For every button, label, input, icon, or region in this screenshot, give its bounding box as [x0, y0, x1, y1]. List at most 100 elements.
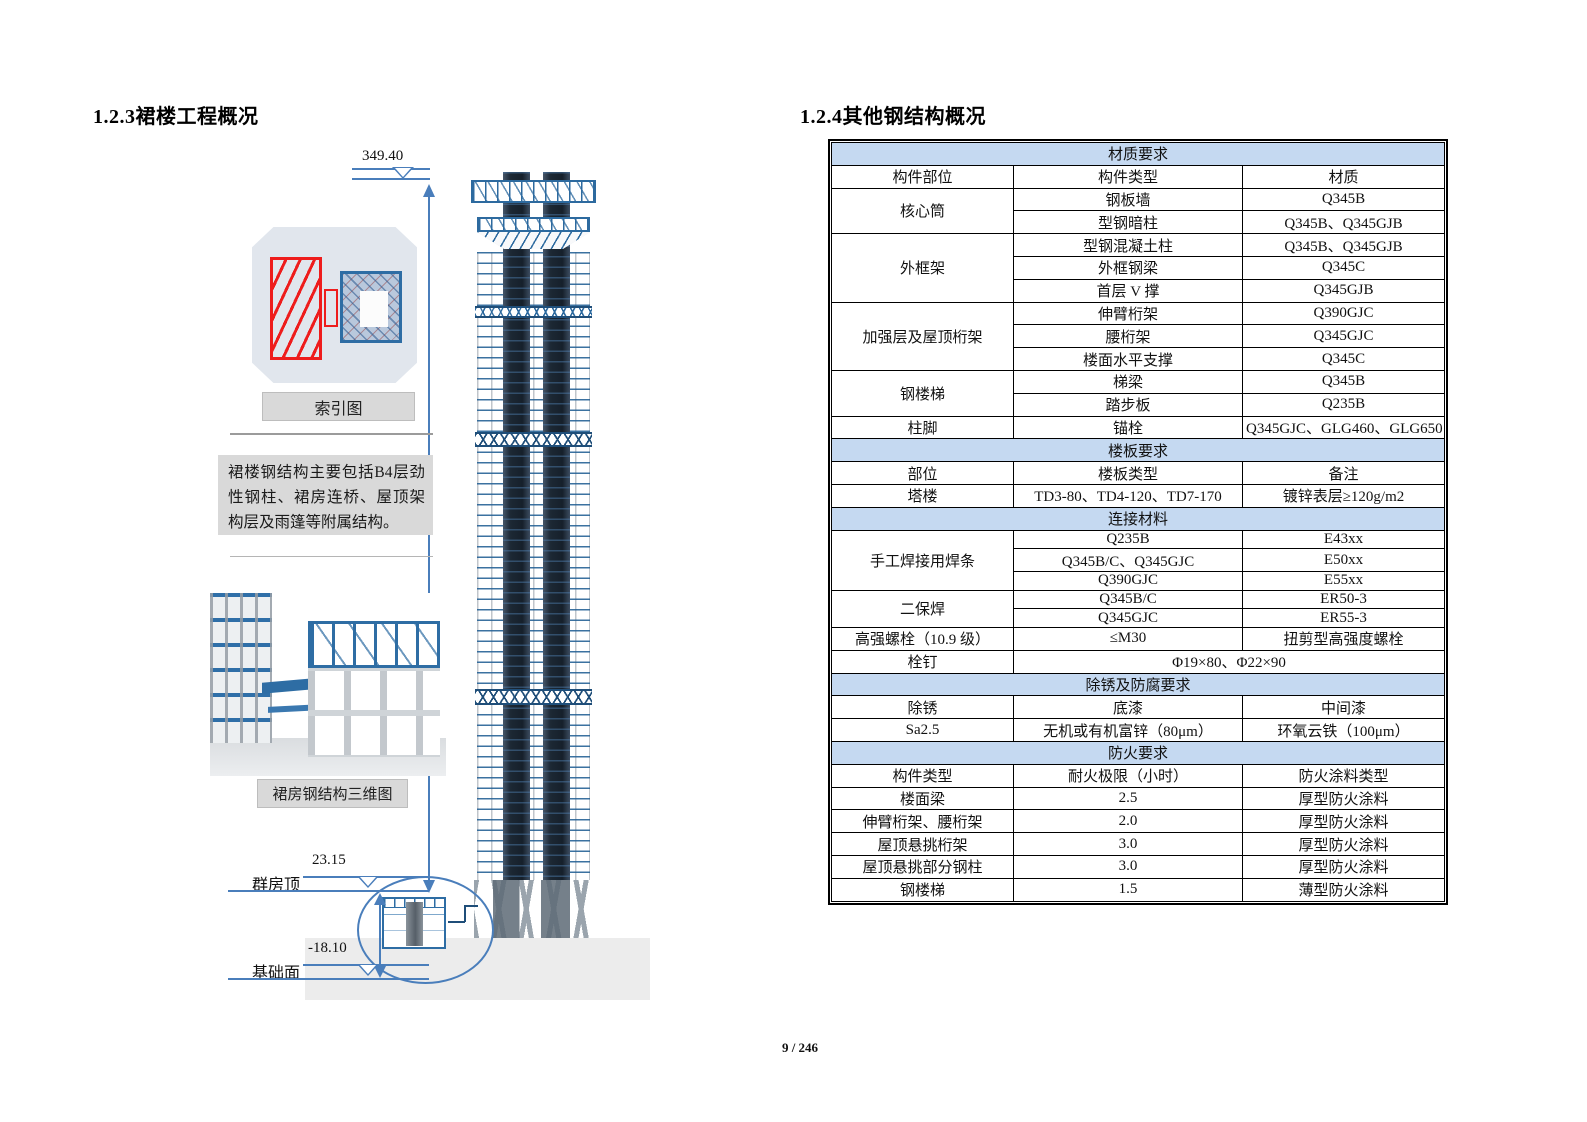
table-cell: 构件类型 — [831, 763, 1014, 788]
section-header-cell: 材质要求 — [831, 142, 1445, 166]
foundation-triangle-icon — [357, 964, 379, 976]
table-cell: 部位 — [831, 461, 1014, 485]
table-cell: Q345B、Q345GJB — [1242, 233, 1445, 257]
tower-crown-corbel — [477, 232, 590, 249]
table-row: 部位楼板类型备注 — [831, 461, 1445, 485]
leader-line-seg3 — [464, 905, 478, 907]
podium-roof-elevation-value: 23.15 — [312, 852, 346, 868]
table-cell: E43xx — [1242, 529, 1445, 550]
tower-belt-truss-lower — [475, 689, 592, 705]
table-cell: Q390GJC — [1242, 301, 1445, 326]
section-header-cell: 除锈及防腐要求 — [831, 672, 1445, 697]
index-plan-link-zone — [324, 289, 338, 327]
roof-elevation-line2 — [352, 178, 430, 180]
table-cell: 屋顶悬挑桁架 — [831, 832, 1014, 856]
tower-crown-truss-lower — [477, 217, 590, 232]
table-row: 防火要求 — [831, 740, 1445, 765]
table-cell: 材质 — [1242, 164, 1445, 189]
table-cell: 楼面水平支撑 — [1013, 347, 1243, 371]
table-cell: 2.5 — [1013, 786, 1243, 811]
table-cell: ER55-3 — [1242, 608, 1445, 628]
table-cell: 3.0 — [1013, 832, 1243, 856]
table-cell: Q345B/C、Q345GJC — [1013, 548, 1243, 572]
table-cell: 钢板墙 — [1013, 187, 1243, 212]
tower-chevron-band — [475, 306, 592, 318]
table-row: 除锈及防腐要求 — [831, 672, 1445, 697]
divider-top — [230, 433, 433, 435]
render-concrete-frame — [308, 665, 440, 757]
table-row: 材质要求 — [831, 142, 1445, 166]
table-cell: 1.5 — [1013, 877, 1243, 903]
page-number: 9 / 246 — [781, 1040, 819, 1055]
table-cell: 厚型防火涂料 — [1242, 854, 1445, 879]
table-cell: 薄型防火涂料 — [1242, 877, 1445, 903]
table-cell: 厚型防火涂料 — [1242, 809, 1445, 834]
level-dimension-line — [379, 900, 381, 970]
table-cell: 环氧云铁（100μm） — [1242, 718, 1445, 742]
tower-crown-truss-upper — [471, 180, 596, 203]
roof-elevation-line — [352, 168, 430, 170]
section-header-cell: 防火要求 — [831, 740, 1445, 765]
tower-mega-columns — [474, 880, 594, 938]
table-cell: 加强层及屋顶桁架 — [831, 301, 1014, 371]
left-section-title: 1.2.3裙楼工程概况 — [93, 106, 259, 128]
table-cell: 屋顶悬挑部分钢柱 — [831, 854, 1014, 879]
table-cell: 备注 — [1242, 461, 1445, 485]
table-cell: 二保焊 — [831, 589, 1014, 628]
foundation-label: 基础面 — [252, 965, 301, 982]
table-cell: 型钢混凝土柱 — [1013, 233, 1243, 257]
tower-core-left — [503, 172, 530, 880]
table-cell: Q345C — [1242, 255, 1445, 280]
table-cell: Q345GJB — [1242, 278, 1445, 303]
table-cell: 除锈 — [831, 695, 1014, 720]
foundation-elevation-value: -18.10 — [308, 940, 347, 956]
table-cell: 梯梁 — [1013, 369, 1243, 394]
table-cell: 腰桁架 — [1013, 324, 1243, 349]
foundation-line2 — [228, 978, 429, 980]
table-cell: Φ19×80、Φ22×90 — [1013, 649, 1445, 674]
leader-line-seg2 — [464, 905, 466, 922]
divider-bottom — [230, 556, 433, 557]
podium-roof-triangle-icon — [357, 876, 379, 888]
table-cell: 外框钢梁 — [1013, 255, 1243, 280]
section-header-cell: 连接材料 — [831, 506, 1445, 531]
table-cell: 中间漆 — [1242, 695, 1445, 720]
roof-elevation-value: 349.40 — [362, 148, 404, 164]
table-cell: Q345C — [1242, 347, 1445, 371]
table-cell: Q390GJC — [1013, 571, 1243, 591]
table-cell: 楼面梁 — [831, 786, 1014, 811]
roof-elevation-triangle-icon — [392, 167, 414, 179]
table-row: 除锈底漆中间漆 — [831, 695, 1445, 720]
table-cell: Q235B — [1013, 529, 1243, 550]
table-cell: E55xx — [1242, 571, 1445, 591]
render-steel-frame — [308, 621, 440, 668]
table-cell: Q345B — [1242, 369, 1445, 394]
table-cell: 核心筒 — [831, 187, 1014, 235]
table-cell: 扭剪型高强度螺栓 — [1242, 626, 1445, 651]
table-cell: 楼板类型 — [1013, 461, 1243, 485]
table-cell: 锚栓 — [1013, 415, 1243, 440]
podium-note: 裙楼钢结构主要包括B4层劲性钢柱、裙房连桥、屋顶架构层及雨篷等附属结构。 — [218, 455, 433, 535]
tower-shaft — [477, 252, 590, 880]
table-cell: 栓钉 — [831, 649, 1014, 674]
table-cell: Sa2.5 — [831, 718, 1014, 742]
table-cell: 柱脚 — [831, 415, 1014, 440]
